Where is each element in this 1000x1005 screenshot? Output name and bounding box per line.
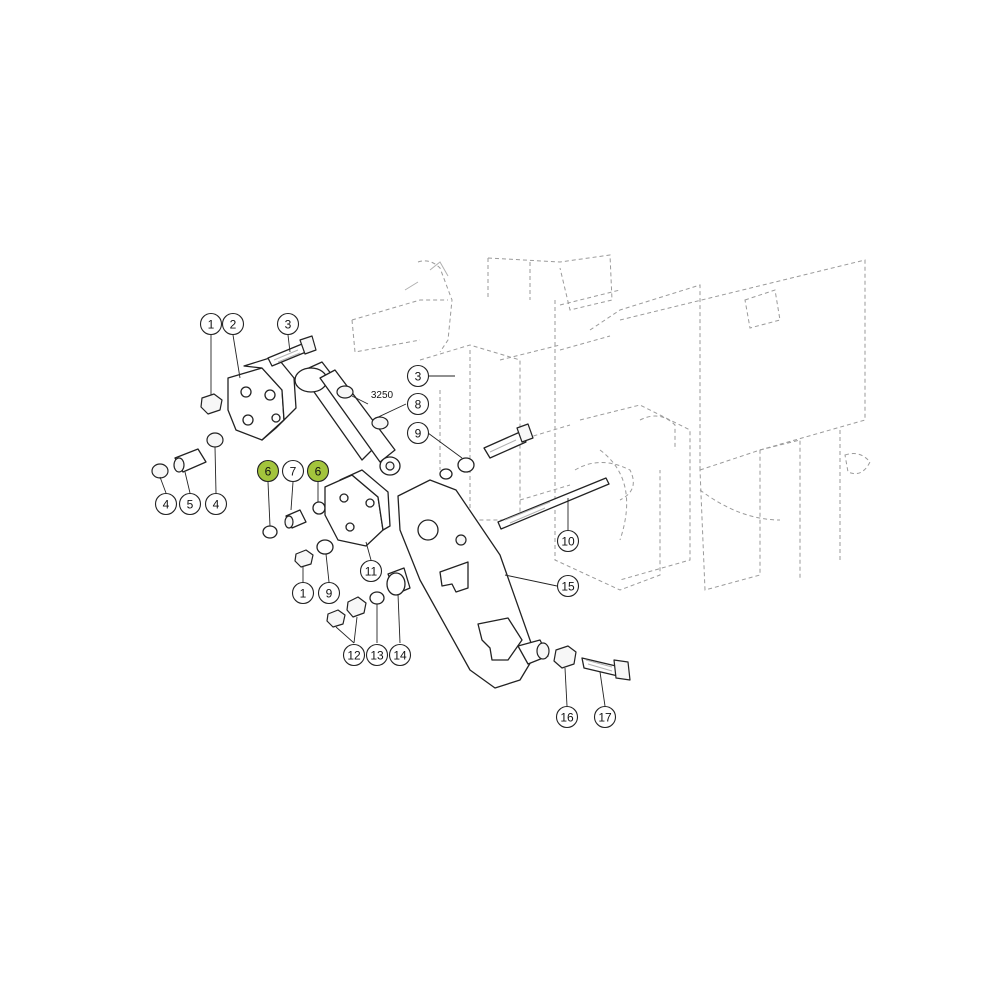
callout-circle — [256, 459, 280, 483]
callout-3[interactable]: 3 — [276, 312, 300, 336]
callout-label: 5 — [187, 498, 194, 512]
callout-6-highlighted[interactable]: 6 — [306, 459, 330, 483]
callout-circle — [555, 705, 579, 729]
callout-14[interactable]: 14 — [388, 643, 412, 667]
callout-circle — [342, 643, 366, 667]
callout-7[interactable]: 7 — [281, 459, 305, 483]
callout-8[interactable]: 8 — [406, 392, 430, 416]
callout-circle — [556, 574, 580, 598]
callout-4[interactable]: 4 — [154, 492, 178, 516]
parts-line-art — [151, 335, 631, 689]
callout-label: 10 — [561, 535, 575, 549]
callout-label: 7 — [290, 465, 297, 479]
callout-10[interactable]: 10 — [556, 529, 580, 553]
callout-circle — [199, 312, 223, 336]
callout-9[interactable]: 9 — [317, 581, 341, 605]
callout-circle — [406, 364, 430, 388]
callout-6-highlighted[interactable]: 6 — [256, 459, 280, 483]
callout-label: 9 — [326, 587, 333, 601]
callout-label: 12 — [347, 649, 361, 663]
callout-label: 3 — [285, 318, 292, 332]
callout-label: 8 — [415, 398, 422, 412]
callout-label: 14 — [393, 649, 407, 663]
callout-circle — [204, 492, 228, 516]
callout-1[interactable]: 1 — [291, 581, 315, 605]
callout-17[interactable]: 17 — [593, 705, 617, 729]
callout-label: 17 — [598, 711, 612, 725]
callout-circle — [388, 643, 412, 667]
callout-1[interactable]: 1 — [199, 312, 223, 336]
callout-11[interactable]: 11 — [359, 559, 383, 583]
callout-label: 4 — [213, 498, 220, 512]
callout-circle — [291, 581, 315, 605]
callout-13[interactable]: 13 — [365, 643, 389, 667]
callout-5[interactable]: 5 — [178, 492, 202, 516]
callout-label: 3 — [415, 370, 422, 384]
callout-label: 9 — [415, 427, 422, 441]
callout-label: 11 — [365, 565, 378, 579]
callout-label: 1 — [300, 587, 307, 601]
callout-15[interactable]: 15 — [556, 574, 580, 598]
callout-circle — [276, 312, 300, 336]
callout-label: 15 — [561, 580, 575, 594]
callout-circle — [359, 559, 383, 583]
callout-circle — [365, 643, 389, 667]
callout-label: 4 — [163, 498, 170, 512]
callout-label: 6 — [265, 465, 272, 479]
callout-2[interactable]: 2 — [221, 312, 245, 336]
callout-circle — [281, 459, 305, 483]
callout-label: 2 — [230, 318, 237, 332]
callout-circle — [593, 705, 617, 729]
callout-circle — [406, 392, 430, 416]
callout-label: 1 — [208, 318, 215, 332]
callout-9[interactable]: 9 — [406, 421, 430, 445]
reference-label: 3250 — [371, 390, 394, 401]
callout-circle — [178, 492, 202, 516]
callout-16[interactable]: 16 — [555, 705, 579, 729]
callout-circle — [221, 312, 245, 336]
callout-circle — [154, 492, 178, 516]
callout-3[interactable]: 3 — [406, 364, 430, 388]
callout-circle — [406, 421, 430, 445]
machine-frame-background — [351, 254, 871, 591]
callout-label: 16 — [560, 711, 574, 725]
callout-label: 13 — [370, 649, 384, 663]
callout-label: 6 — [315, 465, 322, 479]
callout-12[interactable]: 12 — [342, 643, 366, 667]
callout-circle — [306, 459, 330, 483]
callout-circle — [556, 529, 580, 553]
callout-4[interactable]: 4 — [204, 492, 228, 516]
callout-circle — [317, 581, 341, 605]
